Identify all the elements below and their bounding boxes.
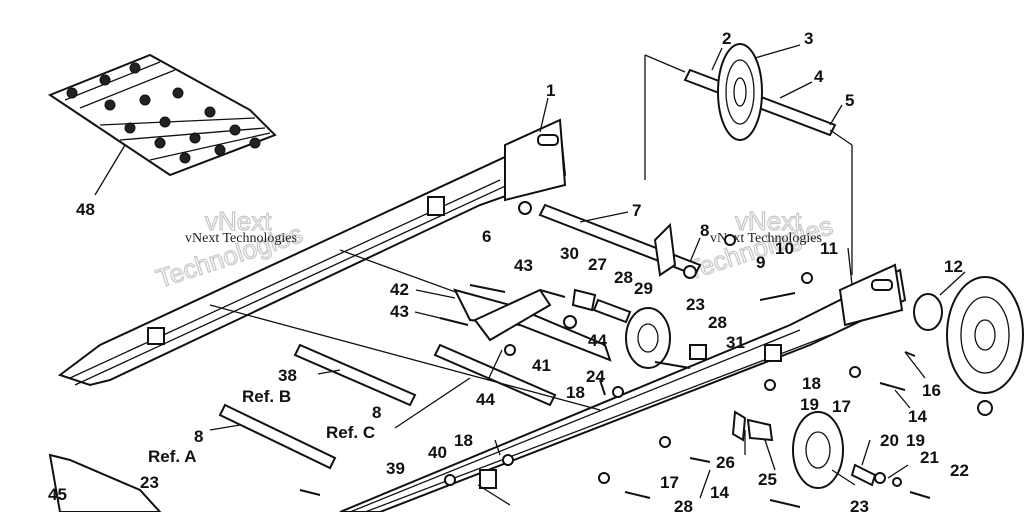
callout-1: 1 (546, 81, 555, 100)
pivot-bracket-drawing (453, 222, 677, 362)
ref-a-label: Ref. A (148, 447, 197, 466)
callout-23-left: 23 (140, 473, 159, 492)
callout-2: 2 (722, 29, 731, 48)
callout-38: 38 (278, 366, 297, 385)
callout-43-left: 43 (390, 302, 409, 321)
leader-lines (209, 44, 966, 506)
callout-21: 21 (920, 448, 939, 467)
ref-c-label: Ref. C (326, 423, 375, 442)
callout-8-ref-c: 8 (372, 403, 381, 422)
watermark-text-1: vNext Technologies (185, 231, 297, 246)
callout-42: 42 (390, 280, 409, 299)
callout-8-ref-a: 8 (194, 427, 203, 446)
front-skid-drawing (48, 453, 162, 512)
callout-20: 20 (880, 431, 899, 450)
callout-40: 40 (428, 443, 447, 462)
callout-18-mid: 18 (566, 383, 585, 402)
callout-3: 3 (804, 29, 813, 48)
watermark-big-vnext-1: vNext (205, 206, 272, 236)
callout-16: 16 (922, 381, 941, 400)
callout-28-mid: 28 (708, 313, 727, 332)
callout-18-lower: 18 (454, 431, 473, 450)
callout-8-top: 8 (700, 221, 709, 240)
callout-44-lower: 44 (476, 390, 495, 409)
callout-22: 22 (950, 461, 969, 480)
callout-28-top: 28 (614, 268, 633, 287)
callout-45: 45 (48, 485, 67, 504)
callout-11: 11 (820, 239, 838, 258)
callout-9: 9 (756, 253, 765, 272)
callout-48: 48 (76, 200, 95, 219)
callout-31: 31 (726, 333, 745, 352)
callout-6: 6 (482, 227, 491, 246)
callout-23-right: 23 (850, 497, 869, 512)
callout-labels: 1 2 3 4 5 6 7 8 9 10 11 12 14 14 16 17 1… (48, 29, 969, 512)
watermark-text-2: vNext Technologies (710, 231, 822, 246)
callout-19-mid: 19 (800, 395, 819, 414)
callout-14-right: 14 (908, 407, 927, 426)
ref-b-label: Ref. B (242, 387, 291, 406)
callout-19-right: 19 (906, 431, 925, 450)
right-rail-drawing (339, 263, 907, 512)
hardware-drawing (444, 201, 993, 487)
callout-30: 30 (560, 244, 579, 263)
left-rail-drawing (57, 118, 567, 387)
track-section-drawing (47, 53, 277, 196)
callout-41: 41 (532, 356, 551, 375)
callout-23-top: 23 (686, 295, 705, 314)
callout-43-top: 43 (514, 256, 533, 275)
callout-17-right: 17 (832, 397, 851, 416)
idler-wheels-drawing (625, 276, 1024, 489)
callout-10: 10 (775, 239, 794, 258)
callout-26: 26 (716, 453, 735, 472)
callout-29: 29 (634, 279, 653, 298)
rear-axle-assembly-drawing (644, 43, 853, 275)
callout-24: 24 (586, 367, 605, 386)
watermark-big-vnext-2: vNext (735, 206, 802, 236)
callout-27: 27 (588, 255, 607, 274)
callout-18-right: 18 (802, 374, 821, 393)
bolts-drawing (299, 284, 931, 508)
callout-5: 5 (845, 91, 854, 110)
callout-25: 25 (758, 470, 777, 489)
callout-28-lower: 28 (674, 497, 693, 512)
callout-7: 7 (632, 201, 641, 220)
callout-17-lower: 17 (660, 473, 679, 492)
callout-44-right: 44 (588, 331, 607, 350)
callout-39: 39 (386, 459, 405, 478)
callout-4: 4 (814, 67, 824, 86)
callout-14-lower: 14 (710, 483, 729, 502)
callout-12: 12 (944, 257, 963, 276)
